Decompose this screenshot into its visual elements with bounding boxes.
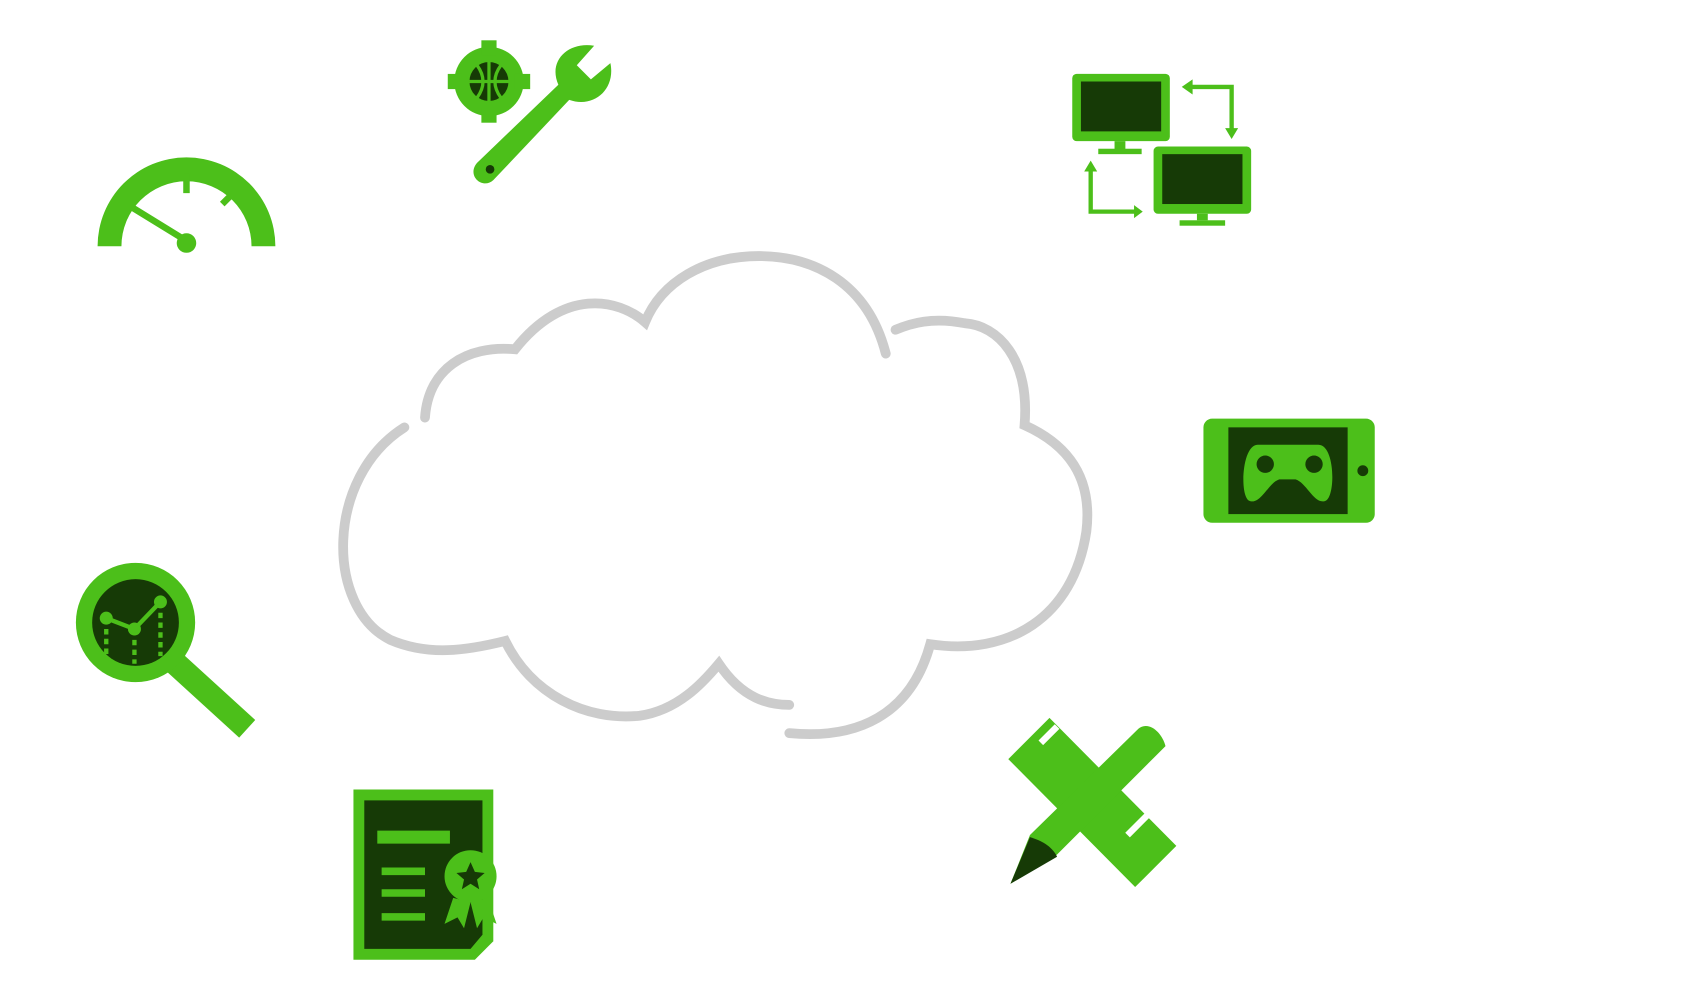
gear-wrench-icon [447, 40, 612, 184]
speedometer-icon [97, 157, 276, 253]
certificate-document-icon [353, 789, 497, 960]
mobile-game-icon [1203, 418, 1375, 523]
pencil-ruler-icon [1008, 717, 1177, 888]
monitors-sync-icon [1072, 73, 1252, 226]
analytics-magnifier-icon [75, 562, 256, 738]
cloud-outline-icon [338, 251, 1093, 739]
